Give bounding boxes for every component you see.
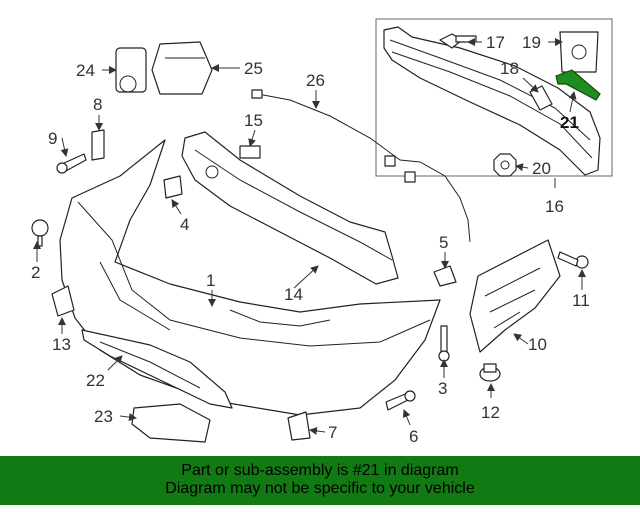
bolt-17[interactable]	[439, 33, 477, 49]
grommet-12[interactable]	[479, 363, 501, 382]
impact-bar-reinforcement[interactable]	[383, 26, 601, 176]
side-bracket-10[interactable]	[469, 239, 561, 353]
callout-17: 17	[486, 33, 505, 52]
banner-disclaimer: Diagram may not be specific to your vehi…	[165, 480, 475, 497]
bolt-8[interactable]	[91, 129, 105, 161]
bolt-11[interactable]	[557, 251, 589, 269]
info-banner: Part or sub-assembly is #21 in diagram D…	[0, 456, 640, 505]
callout-labels: 1 2 3 4 5 6 7 8 9 10 11 12 13 14 15 16 1…	[31, 33, 590, 446]
leader-lines	[33, 38, 586, 435]
sensor-bracket-19[interactable]	[559, 31, 599, 73]
callout-9: 9	[48, 129, 57, 148]
callout-2: 2	[31, 263, 40, 282]
callout-21-highlighted: 21	[560, 113, 579, 132]
callout-24: 24	[76, 61, 95, 80]
callout-20: 20	[532, 159, 551, 178]
callout-13: 13	[52, 335, 71, 354]
callout-1: 1	[206, 271, 215, 290]
banner-part-note: Part or sub-assembly is #21 in diagram	[181, 462, 459, 479]
callout-6: 6	[409, 427, 418, 446]
parts-diagram: 1 2 3 4 5 6 7 8 9 10 11 12 13 14 15 16 1…	[31, 18, 613, 446]
callout-25: 25	[244, 59, 263, 78]
callout-5: 5	[439, 233, 448, 252]
callout-26: 26	[306, 71, 325, 90]
callout-4: 4	[180, 215, 189, 234]
callout-3: 3	[438, 379, 447, 398]
callout-11: 11	[572, 291, 590, 310]
callout-14: 14	[284, 285, 303, 304]
sensor-24[interactable]	[115, 47, 147, 93]
clip-15[interactable]	[239, 145, 261, 159]
bolt-9[interactable]	[56, 153, 87, 174]
callout-16: 16	[545, 197, 564, 216]
callout-19: 19	[522, 33, 541, 52]
callout-23: 23	[94, 407, 113, 426]
bracket-7[interactable]	[287, 411, 311, 441]
bracket-23[interactable]	[131, 403, 211, 443]
bolt-6[interactable]	[385, 390, 416, 411]
wiring-harness[interactable]	[251, 89, 471, 243]
bolt-3[interactable]	[438, 325, 450, 362]
retainer-4[interactable]	[163, 175, 183, 199]
callout-22: 22	[86, 371, 105, 390]
push-pin-2[interactable]	[31, 219, 49, 247]
nut-20[interactable]	[493, 153, 517, 177]
callout-10: 10	[528, 335, 547, 354]
callout-7: 7	[328, 423, 337, 442]
callout-15: 15	[244, 111, 263, 130]
reflector-13[interactable]	[51, 285, 75, 317]
energy-absorber[interactable]	[181, 131, 399, 285]
callout-18: 18	[500, 59, 519, 78]
bracket-21-highlighted[interactable]	[555, 69, 601, 101]
callout-8: 8	[93, 95, 102, 114]
clip-5[interactable]	[433, 265, 457, 287]
callout-12: 12	[481, 403, 500, 422]
lower-deflector-22[interactable]	[81, 329, 233, 409]
sensor-housing-25[interactable]	[151, 41, 213, 95]
